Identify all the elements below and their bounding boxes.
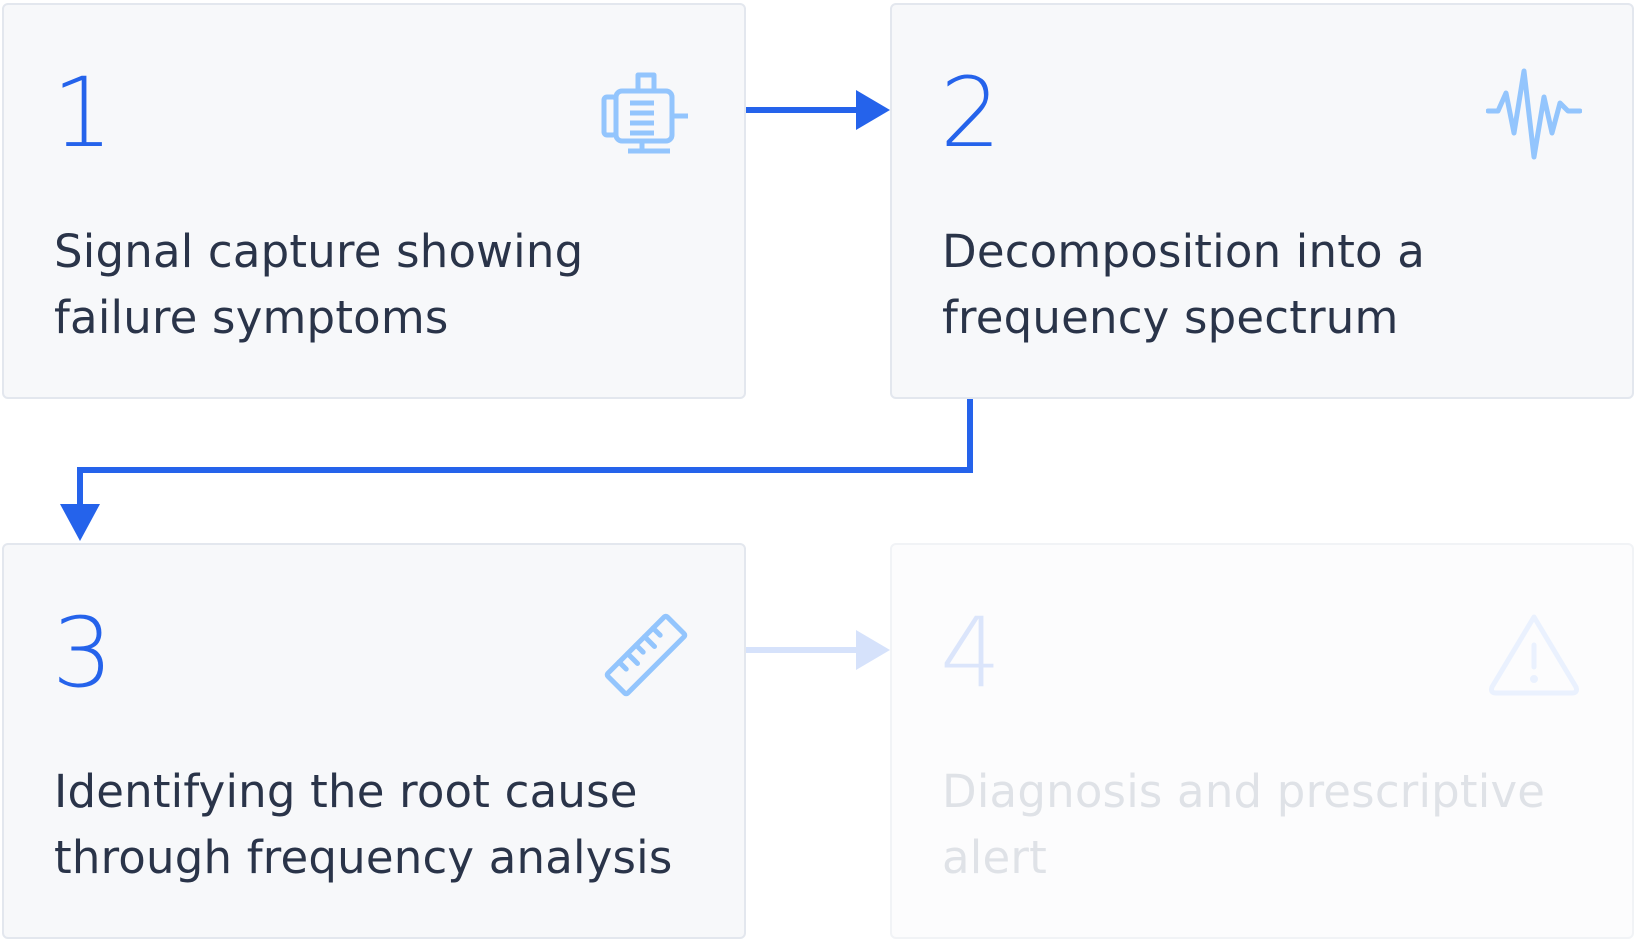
step-card-4: 4 Diagnosis and prescriptive alert (890, 543, 1634, 939)
step-label: Identifying the root cause through frequ… (54, 765, 673, 884)
arrow-3-to-4 (746, 630, 890, 670)
step-number: 3 (52, 597, 114, 709)
step-number: 4 (940, 597, 1002, 709)
warning-icon (1486, 607, 1582, 703)
step-card-3: 3 Identifying the root cause through fre… (2, 543, 746, 939)
arrow-2-to-3 (60, 399, 973, 541)
motor-icon (598, 67, 694, 163)
step-card-1: 1 Signal capture showing failure symptom… (2, 3, 746, 399)
step-card-2: 2 Decomposition into a frequency spectru… (890, 3, 1634, 399)
step-number: 1 (52, 57, 114, 169)
waveform-icon (1486, 67, 1582, 163)
arrow-1-to-2 (746, 90, 890, 130)
step-label: Decomposition into a frequency spectrum (942, 225, 1426, 344)
step-label: Diagnosis and prescriptive alert (942, 765, 1546, 884)
step-label: Signal capture showing failure symptoms (54, 225, 584, 344)
step-number: 2 (940, 57, 1002, 169)
ruler-icon (598, 607, 694, 703)
